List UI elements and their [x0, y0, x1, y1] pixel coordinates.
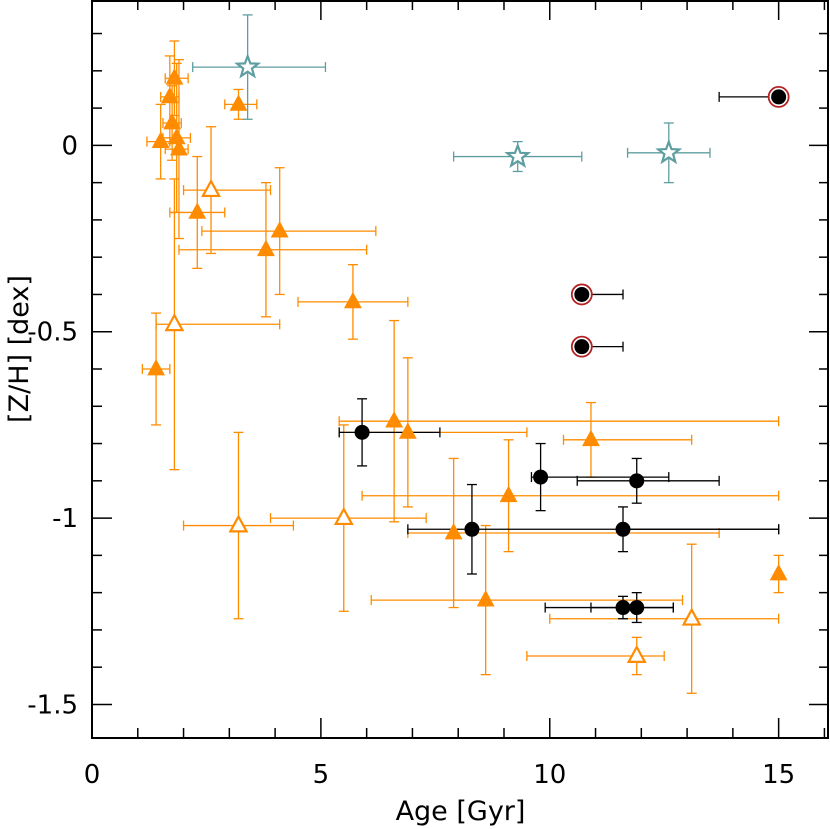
x-axis-label: Age [Gyr] [396, 796, 526, 827]
data-point-filled-circle [629, 600, 645, 616]
y-tick-label: -1.5 [27, 690, 78, 720]
data-point-filled-triangle [398, 422, 417, 439]
x-tick-label: 15 [762, 760, 795, 790]
y-tick-label: -0.5 [27, 318, 78, 348]
data-point-open-star [234, 52, 262, 79]
y-axis-label: [Z/H] [dex] [4, 275, 35, 423]
x-tick-label: 10 [533, 760, 566, 790]
data-point-filled-circle [615, 600, 631, 616]
data-point-filled-triangle [160, 86, 179, 104]
data-point-filled-triangle [270, 221, 289, 238]
data-point-filled-triangle [147, 358, 166, 376]
ticks-layer: 0 5 10 15 0 -0.5 -1 -1.5 [27, 0, 829, 790]
data-point-filled-triangle [385, 411, 404, 428]
data-point-filled-triangle [343, 291, 362, 309]
data-point-filled-triangle [151, 131, 170, 148]
points-layer [147, 52, 790, 663]
data-point-filled-triangle [170, 139, 188, 156]
data-point-open-triangle [201, 178, 221, 198]
data-point-filled-triangle [167, 127, 186, 145]
data-point-filled-triangle [582, 429, 600, 447]
data-point-filled-triangle [165, 68, 184, 85]
data-point-filled-triangle [444, 522, 463, 540]
y-tick-label: -1 [52, 504, 78, 534]
data-point-ringed-circle [574, 339, 590, 355]
data-point-ringed-circle [574, 286, 590, 302]
data-point-open-triangle [164, 312, 185, 332]
data-point-filled-circle [629, 473, 645, 489]
data-point-filled-triangle [257, 239, 275, 257]
data-point-filled-triangle [188, 202, 207, 219]
data-point-filled-circle [464, 521, 480, 537]
plot-frame [91, 0, 829, 739]
x-tick-label: 0 [84, 760, 101, 790]
data-point-filled-triangle [769, 563, 788, 581]
data-point-open-star [655, 138, 683, 165]
data-point-filled-circle [354, 424, 370, 440]
data-point-filled-triangle [476, 590, 495, 607]
x-tick-label: 5 [313, 760, 330, 790]
data-point-open-triangle [228, 514, 249, 533]
data-point-filled-triangle [499, 485, 518, 503]
data-point-filled-triangle [163, 112, 182, 130]
data-point-ringed-circle [771, 89, 787, 105]
error-bars-layer [141, 14, 784, 694]
data-point-filled-circle [615, 521, 631, 537]
y-tick-label: 0 [61, 131, 78, 161]
data-point-open-star [504, 142, 532, 168]
data-point-open-triangle [681, 607, 702, 626]
data-point-filled-circle [533, 469, 549, 485]
data-point-filled-triangle [229, 94, 248, 111]
data-point-open-triangle [333, 506, 354, 526]
data-point-open-triangle [626, 644, 647, 663]
